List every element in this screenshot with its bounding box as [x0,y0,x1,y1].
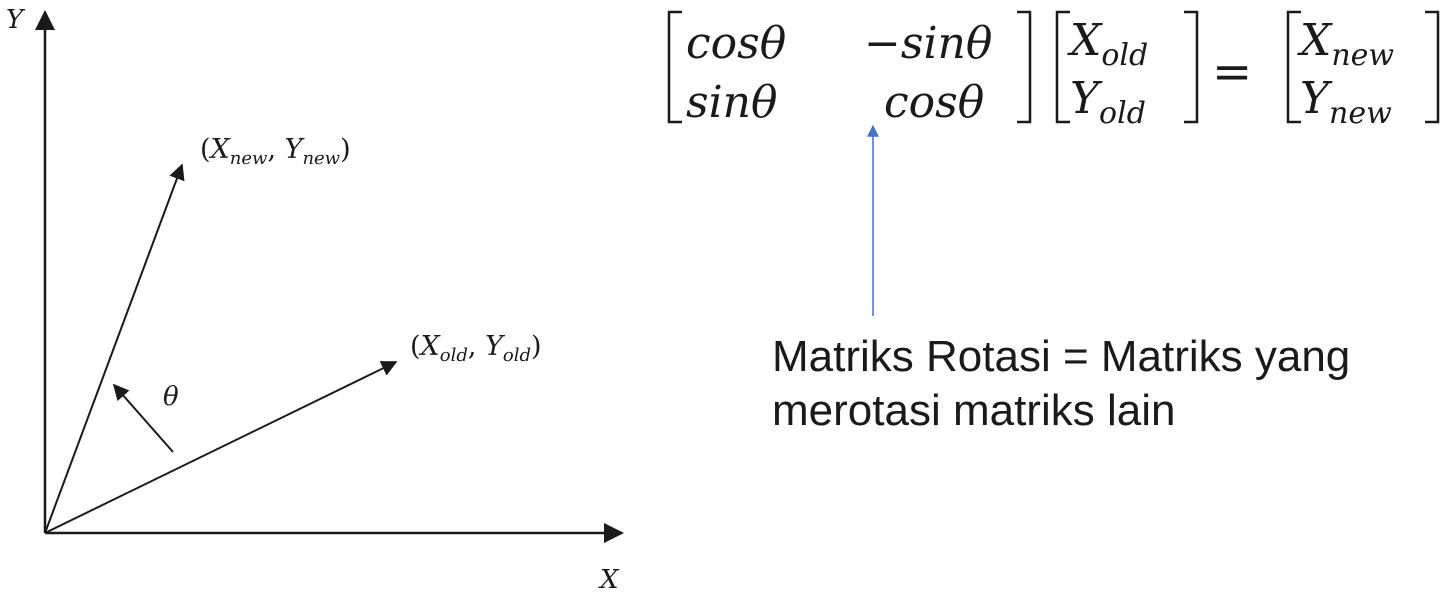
old-vector-x: Xold [1067,15,1148,73]
new-vector-arrow [44,163,185,534]
matrix-right-bracket [1017,10,1032,124]
new-point-label: (Xnew, Ynew) [200,134,351,169]
rotation-direction-arrow [112,383,174,453]
caption: Matriks Rotasi = Matriks yang merotasi m… [772,330,1452,438]
caption-line-1: Matriks Rotasi = Matriks yang [772,332,1351,381]
matrix-r2c1: sinθ [686,77,777,128]
x-axis-label: X [598,565,620,595]
new-vector-y: Ynew [1300,73,1392,131]
old-vector-y: Yold [1070,73,1146,131]
new-vector-x: Xnew [1297,15,1394,73]
matrix-left-bracket [667,10,682,124]
old-vector-left-bracket [1055,10,1070,124]
old-vector-right-bracket [1184,10,1199,124]
y-axis-label: Y [6,5,26,35]
old-point-label: (Xold, Yold) [410,331,542,366]
equals-sign: = [1212,44,1252,100]
matrix-r1c1: cosθ [686,18,786,69]
new-vector-left-bracket [1286,10,1301,124]
matrix-r1c2: −sinθ [864,18,992,69]
caption-line-2: merotasi matriks lain [772,386,1176,435]
new-vector-right-bracket [1425,10,1440,124]
old-vector-arrow [44,361,398,534]
matrix-r2c2: cosθ [884,77,984,128]
angle-label: θ [163,382,179,412]
